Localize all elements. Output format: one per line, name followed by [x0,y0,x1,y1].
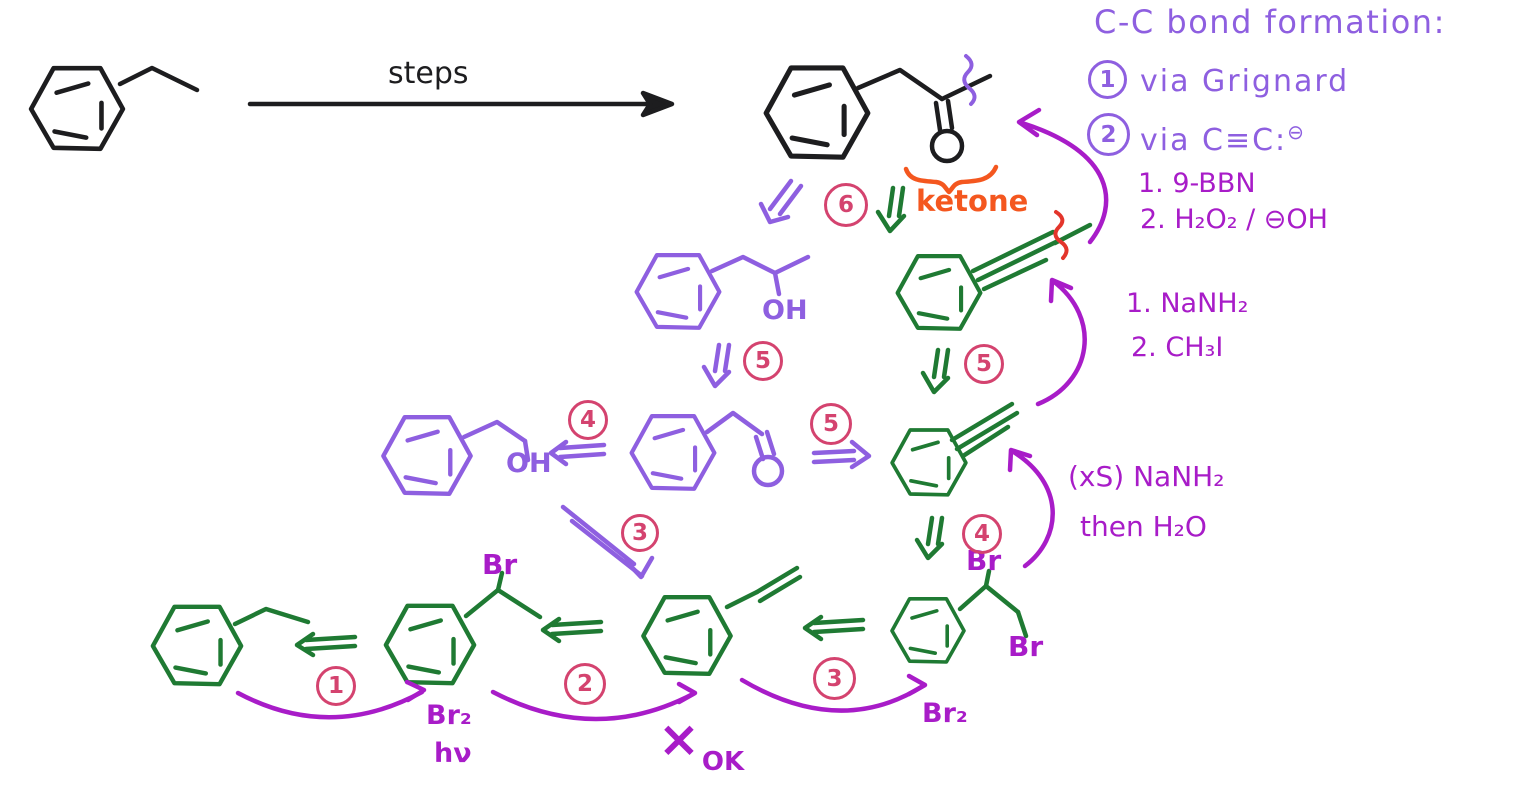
reagent-9bbn-line1: 1. 9-BBN [1138,168,1256,199]
step-circle-5-left: 5 [743,341,783,381]
step-circle-2: 2 [564,663,606,705]
molecule-styrene [643,565,803,674]
molecule-phenylacetaldehyde [632,410,785,489]
retro-arrow-2-left [540,616,604,644]
molecule-ethylbenzene-bottom [153,607,311,684]
reagent-methylation-line1: 1. NaNH₂ [1126,288,1249,319]
oh-label-secondary: OH [762,295,808,326]
retro-arrow-5-mid-right [811,439,872,470]
molecule-1-phenylpropyne [898,222,1093,329]
br-label-benzylic: Br [482,548,518,581]
forward-arrow-br2 [739,673,928,713]
header-title: C-C bond formation: [1094,3,1446,41]
header-item-2-text: via C≡C:⊖ [1140,120,1306,158]
forward-arrow-br2-hv [235,679,427,720]
retro-arrow-5-right-down [920,347,951,395]
step-circle-5-mid: 5 [810,403,852,445]
molecule-2-phenylethanol [383,417,531,494]
step-circle-1: 1 [316,666,356,706]
acetylide-charge: ⊖ [1287,120,1306,144]
step-circle-6: 6 [824,183,868,227]
reagent-crossed-ok: ×OK [658,710,745,777]
retro-arrow-6-downleft [758,178,804,225]
molecule-phenylacetylene [890,401,1020,497]
oh-label-primary: OH [506,448,552,479]
reagent-methylation-line2: 2. CH₃I [1131,332,1224,363]
molecule-1-phenyl-2-propanol [637,255,811,328]
molecule-ethylbenzene-start [31,65,200,149]
bond-disconnect-squiggle-alkyne [1053,210,1069,260]
forward-arrow-methylation [1035,277,1087,407]
reagent-br2-hv-line1: Br₂ [426,700,472,731]
reagent-9bbn-line2: 2. H₂O₂ / ⊖OH [1140,204,1328,235]
br-label-bottom: Br [1008,630,1044,663]
step-circle-4-right: 4 [962,514,1002,554]
reagent-then-h2o: then H₂O [1080,510,1207,543]
retro-arrow-4-right-down [914,515,945,561]
molecule-phenylacetone-target [766,68,993,164]
step-circle-3-diagonal: 3 [621,514,659,552]
ketone-underbrace [903,164,999,195]
reagent-xs-nanh2: (xS) NaNH₂ [1068,460,1225,493]
steps-arrow-label: steps [388,56,469,91]
retro-arrow-3-left [802,614,866,642]
cross-icon: × [658,710,700,768]
retro-arrow-1-left [294,631,358,658]
reagent-br2-hv-line2: hν [434,738,472,769]
header-item-1-number: 1 [1088,60,1127,99]
retro-arrow-5-left-down [701,342,732,389]
steps-arrow [247,90,675,118]
step-circle-4-left: 4 [568,400,608,440]
header-item-1-text: via Grignard [1140,64,1350,99]
step-circle-3-bottom: 3 [813,657,856,700]
molecule-1-2-dibromo-1-phenylethane [890,568,1029,664]
forward-arrow-elimination [490,681,698,722]
forward-arrow-double-elimination [1007,447,1055,569]
step-circle-5-right: 5 [964,344,1004,384]
reagent-br2: Br₂ [922,698,968,729]
forward-arrow-hydroboration [1016,107,1109,245]
molecule-1-bromo-1-phenylethane [386,570,543,683]
retro-arrow-4-left [548,439,607,467]
header-item-2-number: 2 [1087,113,1130,156]
retro-arrow-6-down [875,185,907,234]
bond-disconnect-squiggle-ketone [962,54,977,106]
retro-arrow-3-diagonal [560,504,655,580]
ketone-label: ketone [916,184,1029,218]
